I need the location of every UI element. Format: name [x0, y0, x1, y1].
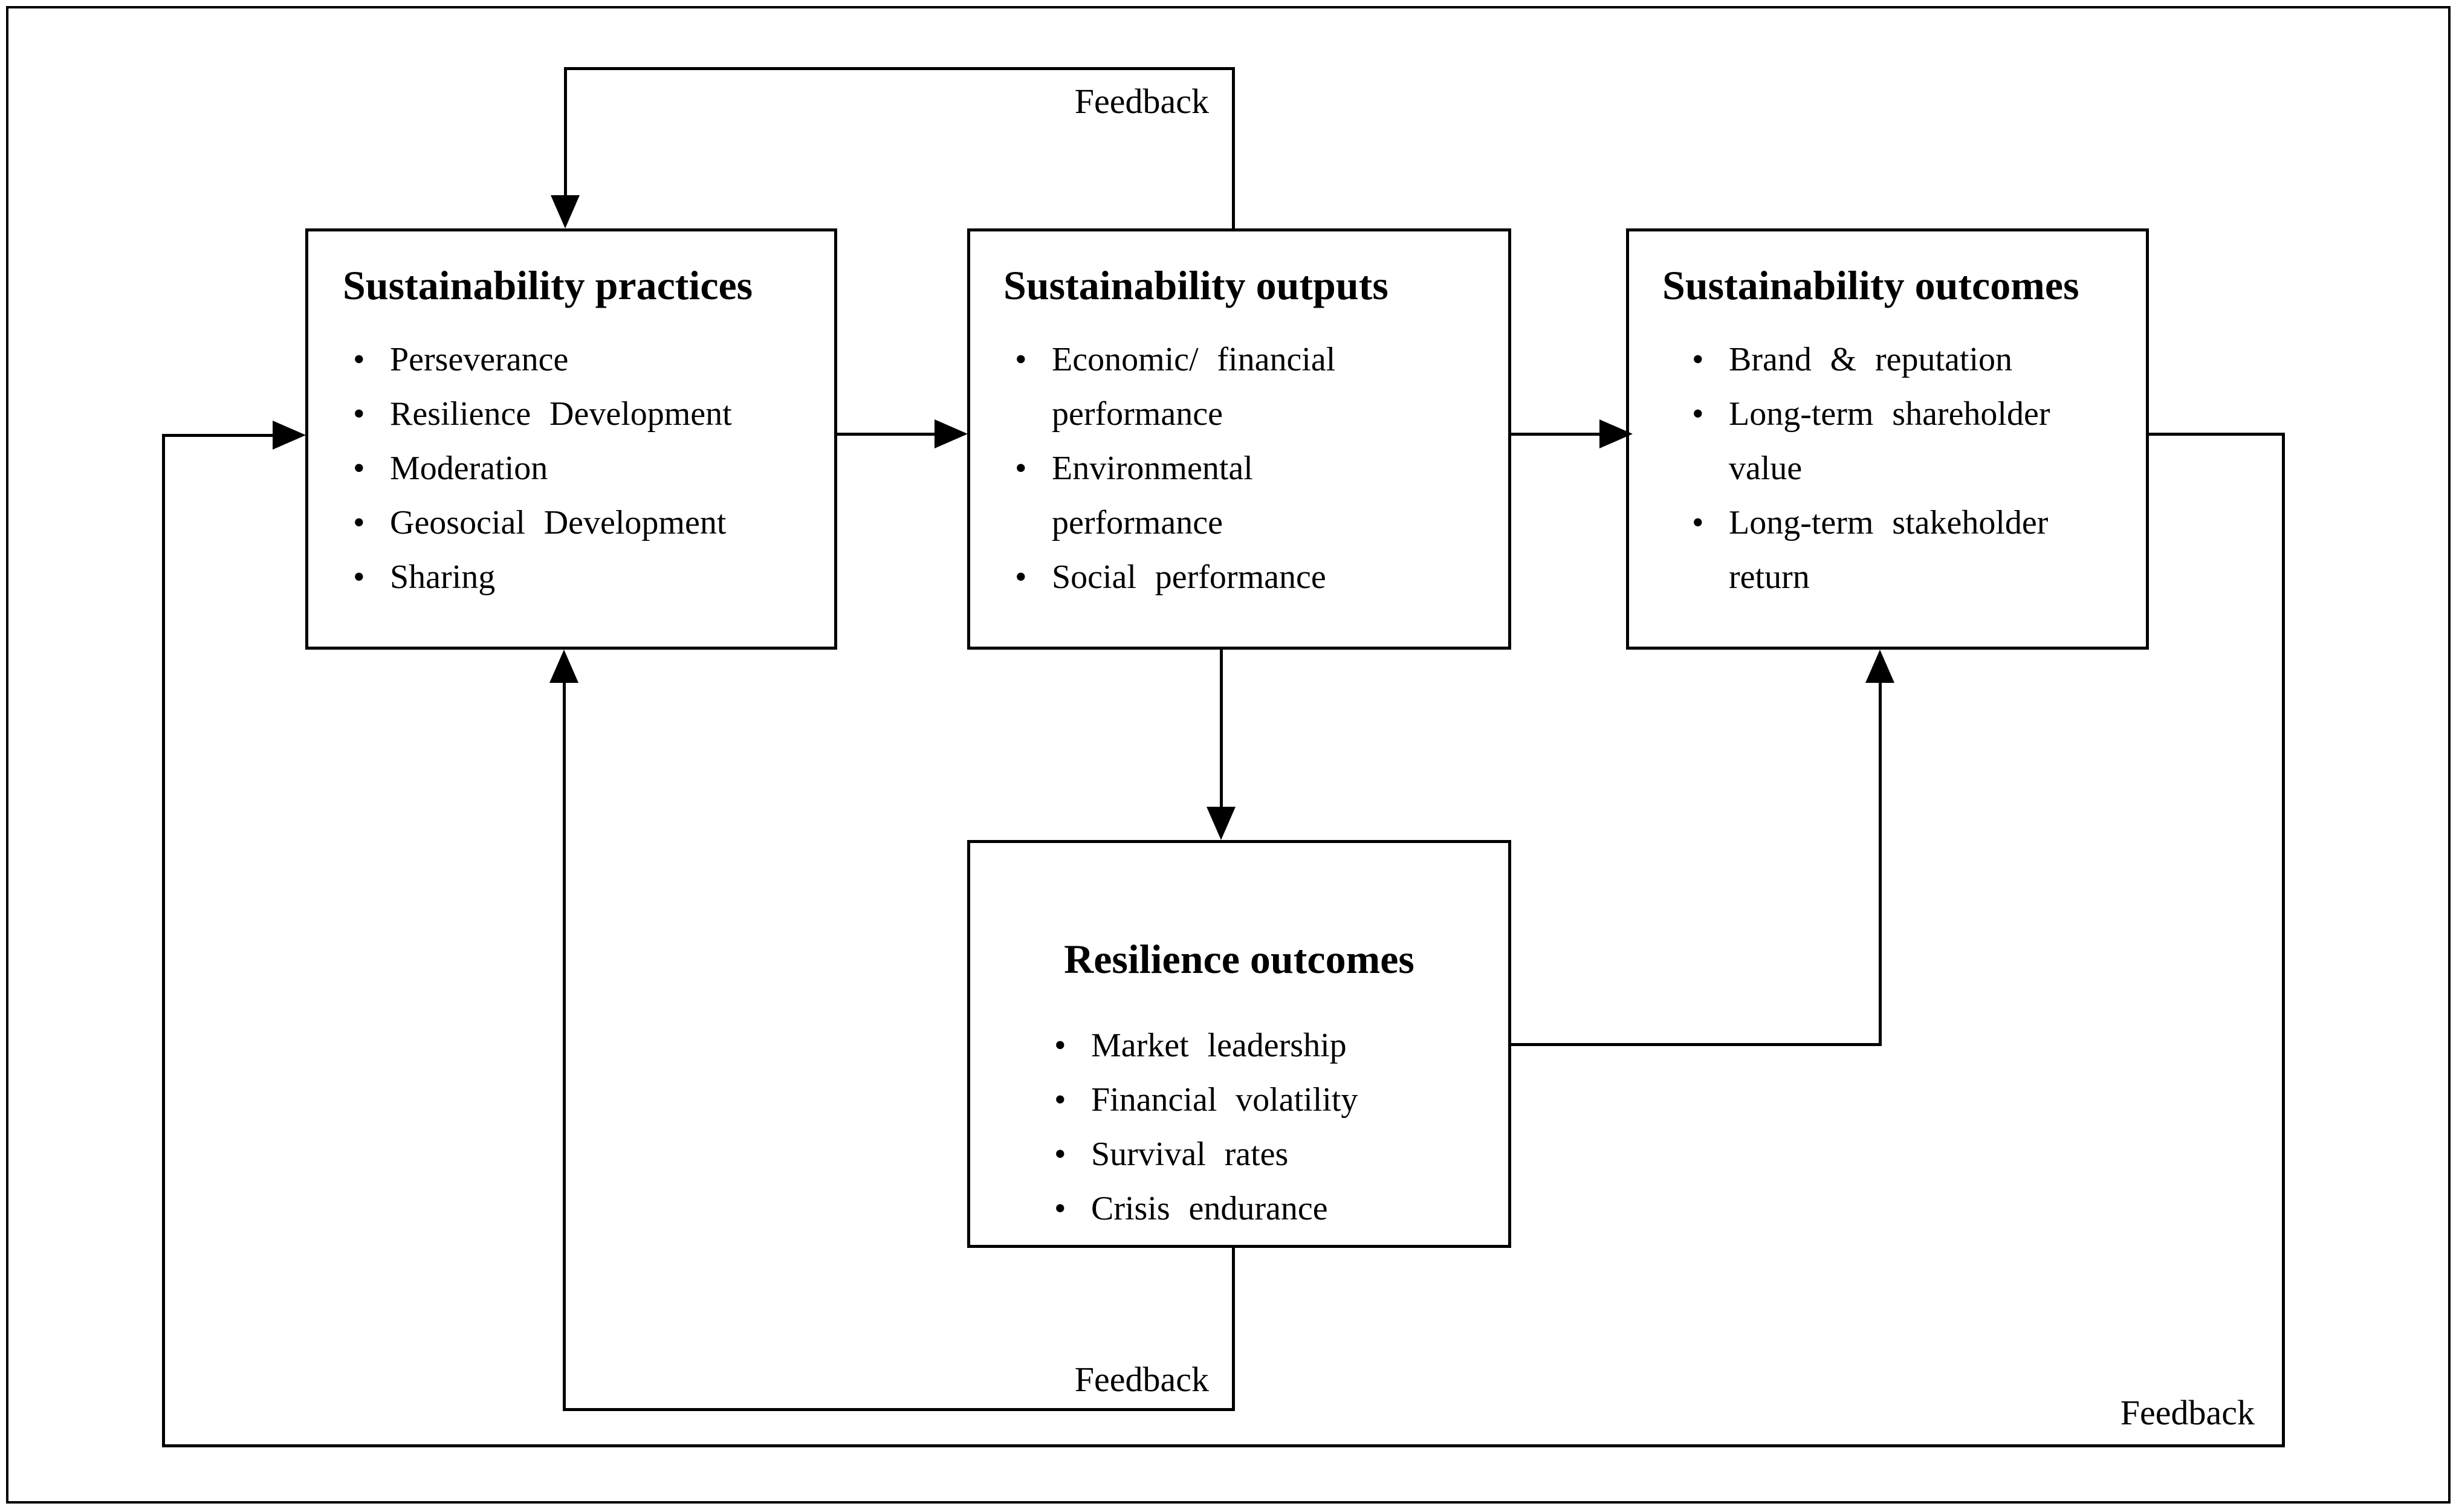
feedback-top-line-vertical-from-outputs [1232, 67, 1235, 228]
box-resilience-outcomes: Resilience outcomes Market leadership Fi… [967, 840, 1511, 1248]
figure-border [6, 6, 2451, 1504]
resilience-list: Market leadership Financial volatility S… [1052, 1018, 1496, 1236]
list-item: Brand & reputation [1690, 332, 2067, 387]
arrowhead-into-practices-bottom [549, 650, 578, 683]
arrow-outputs-to-outcomes-line [1511, 433, 1601, 436]
outputs-list: Economic/ financial performance Environm… [1012, 332, 1496, 604]
feedback-outer-line-right-vertical [2282, 433, 2285, 1447]
feedback-label-top: Feedback [1003, 80, 1209, 123]
practices-list: Perseverance Resilience Development Mode… [351, 332, 816, 604]
list-item: Moderation [351, 441, 816, 496]
box-sustainability-outputs: Sustainability outputs Economic/ financi… [967, 228, 1511, 650]
arrowhead-into-practices-top [551, 195, 580, 228]
feedback-top-line-vertical-to-practices [564, 67, 567, 197]
arrowhead-into-practices-left [273, 421, 306, 450]
list-item: Sharing [351, 550, 816, 604]
arrowhead-into-outcomes-left [1599, 419, 1633, 448]
arrowhead-into-resilience-top [1207, 807, 1236, 840]
resilience-to-outcomes-line-vertical [1879, 682, 1882, 1046]
arrowhead-into-outputs-left [935, 419, 968, 448]
feedback-top-line-horizontal [564, 67, 1235, 70]
list-item: Survival rates [1052, 1127, 1496, 1181]
arrow-outputs-to-resilience-line [1220, 650, 1223, 810]
list-item: Financial volatility [1052, 1073, 1496, 1127]
box-sustainability-practices: Sustainability practices Perseverance Re… [305, 228, 837, 650]
feedback-outer-line-left-vertical [162, 434, 165, 1447]
box-title-sustainability-outcomes: Sustainability outcomes [1662, 262, 2079, 308]
list-item: Geosocial Development [351, 496, 816, 550]
feedback-outer-line-bottom-horizontal [162, 1444, 2285, 1447]
list-item: Market leadership [1052, 1018, 1496, 1073]
box-title-sustainability-practices: Sustainability practices [343, 262, 753, 308]
list-item: Long-term stakeholder return [1690, 496, 2067, 604]
list-item: Perseverance [351, 332, 816, 387]
list-item: Environmental performance [1012, 441, 1390, 550]
resilience-to-outcomes-line-horizontal [1511, 1043, 1881, 1046]
feedback-outer-line-into-practices [162, 434, 274, 437]
feedback-bottom-line-vertical-from-resilience [1232, 1248, 1235, 1411]
feedback-label-bottom: Feedback [1003, 1359, 1209, 1401]
arrow-practices-to-outputs-line [837, 433, 936, 436]
list-item: Resilience Development [351, 387, 816, 441]
list-item: Crisis endurance [1052, 1181, 1496, 1236]
feedback-bottom-line-vertical-to-practices [563, 682, 566, 1411]
outcomes-list: Brand & reputation Long-term shareholder… [1690, 332, 2134, 604]
list-item: Long-term shareholder value [1690, 387, 2067, 496]
feedback-bottom-line-horizontal [563, 1408, 1235, 1411]
list-item: Social performance [1012, 550, 1390, 604]
box-title-sustainability-outputs: Sustainability outputs [1003, 262, 1388, 308]
feedback-outer-line-from-outcomes [2149, 433, 2285, 436]
feedback-label-outer: Feedback [2049, 1392, 2255, 1434]
box-sustainability-outcomes: Sustainability outcomes Brand & reputati… [1626, 228, 2149, 650]
list-item: Economic/ financial performance [1012, 332, 1390, 441]
box-title-resilience-outcomes: Resilience outcomes [1064, 936, 1414, 982]
arrowhead-into-outcomes-bottom [1865, 650, 1894, 683]
